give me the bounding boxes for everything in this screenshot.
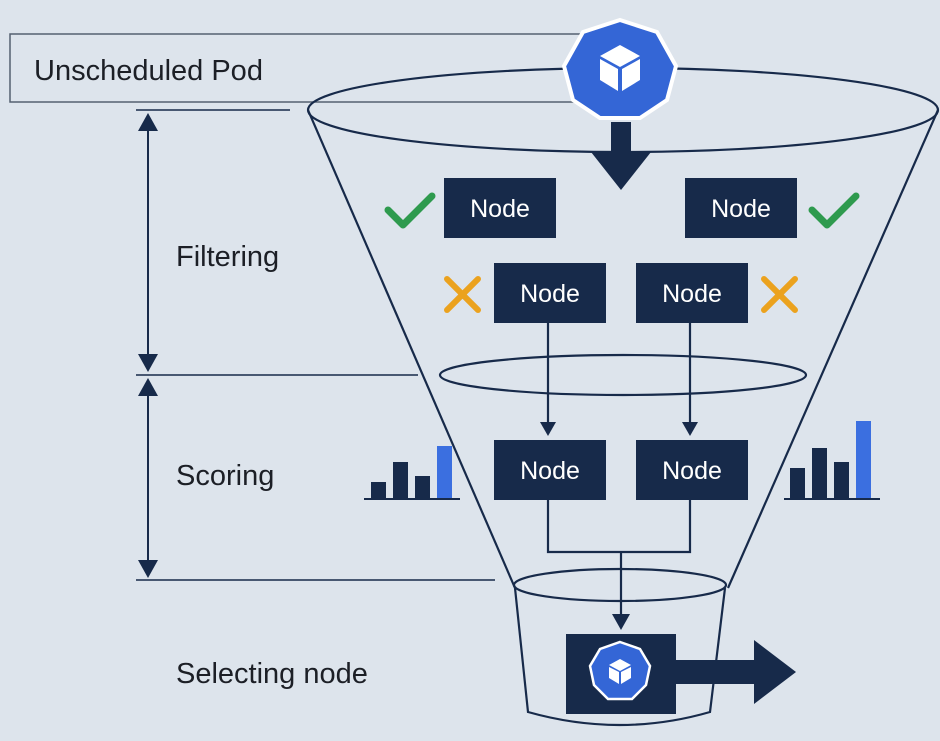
- bar-chart-icon: [784, 421, 880, 500]
- unscheduled-pod-box: Unscheduled Pod: [9, 33, 609, 103]
- node-label: Node: [662, 457, 722, 485]
- funnel-wall-right: [726, 109, 940, 589]
- node-score-left: Node: [494, 440, 606, 500]
- funnel-ring-filtering: [438, 353, 808, 397]
- selected-node: [566, 634, 796, 714]
- score-merge-connector: [546, 500, 692, 630]
- check-icon: [384, 192, 436, 229]
- funnel-wall-left: [306, 109, 517, 589]
- node-label: Node: [662, 280, 722, 308]
- kubernetes-pod-icon: [588, 640, 652, 701]
- unscheduled-pod-label: Unscheduled Pod: [34, 55, 263, 87]
- bar-chart-icon: [364, 446, 460, 500]
- scoring-dimension-arrow: [138, 378, 158, 578]
- stage-dividers: [136, 109, 495, 581]
- check-icon: [808, 192, 860, 229]
- node-filter-pass-right: Node: [685, 178, 797, 238]
- node-label: Node: [470, 195, 530, 223]
- node-filter-pass-left: Node: [444, 178, 556, 238]
- stage-label-filtering: Filtering: [176, 241, 279, 273]
- kubernetes-pod-icon: [561, 17, 679, 120]
- node-filter-fail-left: Node: [494, 263, 606, 323]
- node-label: Node: [520, 457, 580, 485]
- node-label: Node: [520, 280, 580, 308]
- cross-icon: [444, 276, 481, 313]
- node-filter-fail-right: Node: [636, 263, 748, 323]
- arrow-right-icon: [676, 640, 796, 704]
- filter-to-score-arrows: [540, 323, 698, 436]
- filtering-dimension-arrow: [138, 113, 158, 372]
- node-score-right: Node: [636, 440, 748, 500]
- stage-label-scoring: Scoring: [176, 460, 274, 492]
- stage-label-selecting: Selecting node: [176, 658, 368, 690]
- arrow-down-icon: [591, 122, 651, 190]
- cross-icon: [761, 276, 798, 313]
- funnel-spout: [513, 587, 727, 727]
- node-label: Node: [711, 195, 771, 223]
